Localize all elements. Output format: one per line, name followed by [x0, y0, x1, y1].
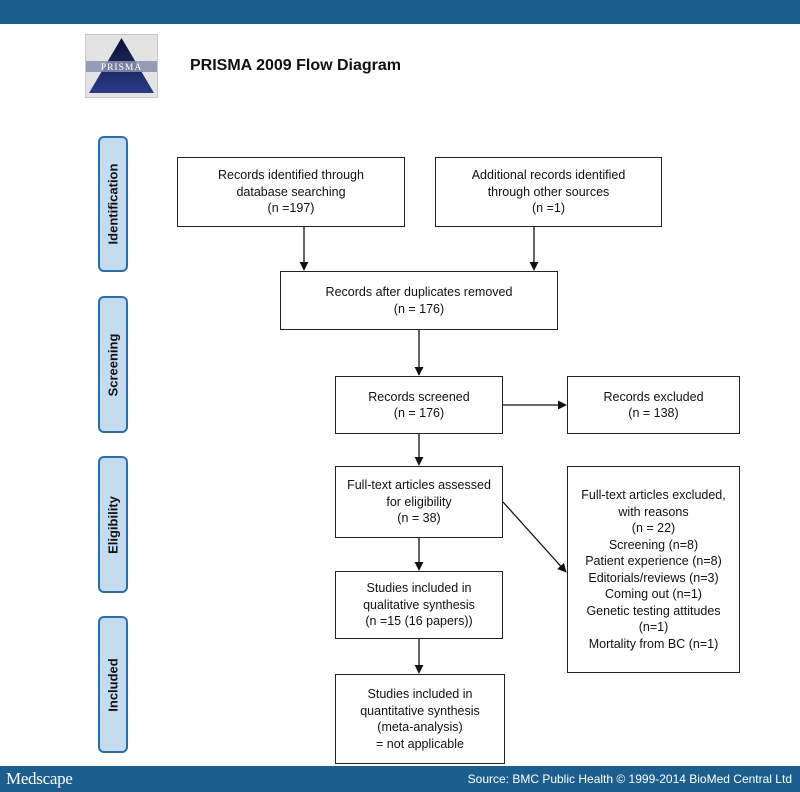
box-line: Additional records identified [471, 168, 626, 183]
arrow-fulltext-to-excluded [502, 501, 567, 573]
box-line: with reasons [618, 504, 689, 519]
box-line: (n = 176) [393, 406, 445, 420]
box-line: qualitative synthesis [363, 597, 475, 612]
stage-label: Eligibility [105, 495, 121, 554]
box-line: (n =1) [531, 201, 565, 216]
box-fulltext-excluded: Full-text articles excluded, with reason… [567, 466, 740, 673]
box-quantitative-synthesis: Studies included in quantitative synthes… [335, 674, 505, 764]
box-records-excluded: Records excluded (n = 138) [567, 376, 740, 434]
box-line: for eligibility [386, 494, 452, 509]
box-line: (n =197) [267, 201, 315, 216]
box-line: Patient experience (n=8) [585, 554, 722, 568]
medscape-logo: Medscape [6, 769, 73, 788]
box-line: through other sources [487, 184, 610, 199]
diagram-title: PRISMA 2009 Flow Diagram [190, 57, 402, 74]
box-line: Studies included in [366, 581, 472, 596]
box-line: (n =15 (16 papers)) [365, 614, 473, 629]
box-line: Mortality from BC (n=1) [588, 636, 719, 651]
stage-label: Identification [105, 163, 121, 245]
stage-eligibility: Eligibility [98, 456, 128, 593]
box-line: (n = 38) [397, 511, 441, 526]
box-line: (n = 176) [393, 301, 445, 316]
box-fulltext-assessed: Full-text articles assessed for eligibil… [335, 466, 503, 538]
box-line: Editorials/reviews (n=3) [588, 570, 719, 585]
box-line: (n = 22) [631, 521, 676, 535]
stage-included: Included [98, 616, 128, 753]
box-line: Records screened [368, 389, 470, 404]
box-line: quantitative synthesis [360, 703, 480, 718]
box-database-search: Records identified through database sear… [177, 157, 405, 227]
box-line: (n = 138) [628, 406, 679, 420]
box-line: Studies included in [367, 687, 473, 701]
box-records-screened: Records screened (n = 176) [335, 376, 503, 434]
box-line: (meta-analysis) [377, 720, 463, 734]
box-line: Full-text articles assessed [347, 478, 491, 493]
box-line: Records excluded [603, 389, 704, 404]
footer-bar: Medscape Source: BMC Public Health © 199… [0, 766, 800, 792]
box-line: (n=1) [638, 620, 669, 634]
box-line: Coming out (n=1) [605, 587, 702, 601]
box-other-sources: Additional records identified through ot… [435, 157, 662, 227]
top-bar [0, 0, 800, 24]
prisma-logo: PRISMA [85, 34, 158, 98]
box-line: Records after duplicates removed [325, 285, 513, 299]
box-line: database searching [236, 184, 346, 199]
stage-identification: Identification [98, 136, 128, 272]
box-line: Screening (n=8) [608, 537, 699, 552]
box-line: Records identified through [218, 168, 364, 183]
box-duplicates-removed: Records after duplicates removed (n = 17… [280, 271, 558, 330]
source-credit: Source: BMC Public Health © 1999-2014 Bi… [467, 772, 792, 786]
box-qualitative-synthesis: Studies included in qualitative synthesi… [335, 571, 503, 639]
logo-text: PRISMA [101, 63, 142, 73]
box-line: Full-text articles excluded, [581, 488, 726, 502]
box-line: Genetic testing attitudes [586, 603, 721, 618]
box-line: = not applicable [376, 736, 464, 751]
stage-label: Included [105, 657, 121, 712]
stage-screening: Screening [98, 296, 128, 433]
stage-label: Screening [105, 333, 121, 396]
